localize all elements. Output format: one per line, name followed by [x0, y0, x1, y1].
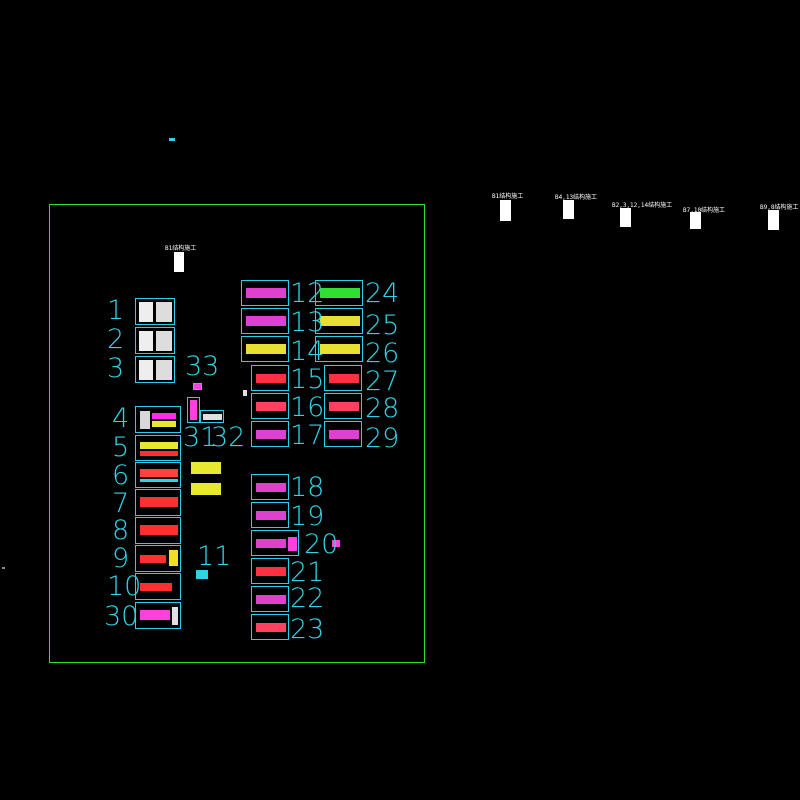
top-tag-label-3: B2,3,12,14结构施工	[612, 202, 673, 209]
sheet-25[interactable]	[315, 308, 363, 334]
sheet-3[interactable]	[135, 356, 175, 383]
main-tag	[174, 252, 184, 272]
drawing-frame	[49, 204, 425, 663]
block-b	[191, 483, 221, 495]
sheet-number-3: 3	[107, 353, 125, 384]
sheet-27[interactable]	[324, 365, 362, 391]
sheet-20-aside	[332, 540, 340, 547]
sheet-number-33: 33	[185, 351, 220, 382]
sheet-number-1: 1	[107, 295, 125, 326]
sheet-30[interactable]	[135, 602, 181, 629]
sheet-number-19: 19	[290, 501, 325, 532]
sheet-5[interactable]	[135, 435, 181, 461]
small-mark	[243, 390, 247, 396]
sheet-29[interactable]	[324, 421, 362, 447]
main-tag-label: B1结构施工	[165, 245, 197, 252]
sheet-12[interactable]	[241, 280, 289, 306]
sheet-number-10: 10	[107, 571, 142, 602]
top-tag-label-4: B7,10结构施工	[683, 207, 726, 214]
sheet-number-7: 7	[112, 488, 130, 519]
sheet-13[interactable]	[241, 308, 289, 334]
sheet-31[interactable]	[187, 397, 200, 423]
top-tag-5	[768, 210, 779, 230]
sheet-17[interactable]	[251, 421, 289, 447]
sheet-number-26: 26	[365, 338, 400, 369]
top-tag-3	[620, 208, 631, 227]
marker-dot	[169, 138, 175, 141]
sheet-15[interactable]	[251, 365, 289, 391]
sheet-32[interactable]	[200, 410, 224, 423]
sheet-number-9: 9	[112, 543, 130, 574]
sheet-number-2: 2	[107, 324, 125, 355]
top-tag-1	[500, 200, 511, 221]
sheet-1[interactable]	[135, 298, 175, 325]
sheet-number-4: 4	[112, 403, 130, 434]
sheet-10[interactable]	[135, 573, 181, 600]
sheet-number-14: 14	[290, 336, 325, 367]
sheet-11[interactable]	[196, 570, 208, 579]
sheet-number-29: 29	[365, 423, 400, 454]
sheet-28[interactable]	[324, 393, 362, 419]
sheet-number-15: 15	[290, 364, 325, 395]
sheet-number-17: 17	[290, 420, 325, 451]
sheet-14[interactable]	[241, 336, 289, 362]
sheet-9[interactable]	[135, 545, 181, 572]
sheet-number-22: 22	[290, 583, 325, 614]
top-tag-2	[563, 200, 574, 219]
top-tag-label-1: B1结构施工	[492, 193, 524, 200]
sheet-33[interactable]	[193, 383, 202, 390]
sheet-18[interactable]	[251, 474, 289, 500]
top-tag-label-2: B4,13结构施工	[555, 194, 598, 201]
sheet-22[interactable]	[251, 586, 289, 612]
sheet-20[interactable]	[251, 530, 299, 556]
sheet-number-25: 25	[365, 310, 400, 341]
sheet-number-16: 16	[290, 392, 325, 423]
sheet-number-18: 18	[290, 472, 325, 503]
block-a	[191, 462, 221, 474]
sheet-number-27: 27	[365, 366, 400, 397]
sheet-6[interactable]	[135, 462, 181, 488]
sheet-8[interactable]	[135, 517, 181, 544]
sheet-number-11: 11	[197, 541, 232, 572]
sheet-number-31: 31	[183, 422, 218, 453]
sheet-number-32: 32	[211, 422, 246, 453]
sheet-number-8: 8	[112, 515, 130, 546]
sheet-number-30: 30	[104, 601, 139, 632]
sheet-4[interactable]	[135, 406, 181, 433]
sheet-number-20: 20	[304, 529, 339, 560]
sheet-21[interactable]	[251, 558, 289, 584]
sheet-number-12: 12	[290, 278, 325, 309]
sheet-number-6: 6	[112, 460, 130, 491]
sheet-number-23: 23	[290, 614, 325, 645]
sheet-24[interactable]	[315, 280, 363, 306]
left-edge-mark	[2, 567, 5, 569]
sheet-number-21: 21	[290, 557, 325, 588]
sheet-26[interactable]	[315, 336, 363, 362]
sheet-number-5: 5	[112, 432, 130, 463]
sheet-23[interactable]	[251, 614, 289, 640]
sheet-number-28: 28	[365, 393, 400, 424]
sheet-16[interactable]	[251, 393, 289, 419]
sheet-number-13: 13	[290, 307, 325, 338]
sheet-number-24: 24	[365, 278, 400, 309]
sheet-7[interactable]	[135, 489, 181, 516]
top-tag-4	[690, 212, 701, 229]
sheet-19[interactable]	[251, 502, 289, 528]
sheet-2[interactable]	[135, 327, 175, 354]
top-tag-label-5: B9,8结构施工	[760, 204, 799, 211]
